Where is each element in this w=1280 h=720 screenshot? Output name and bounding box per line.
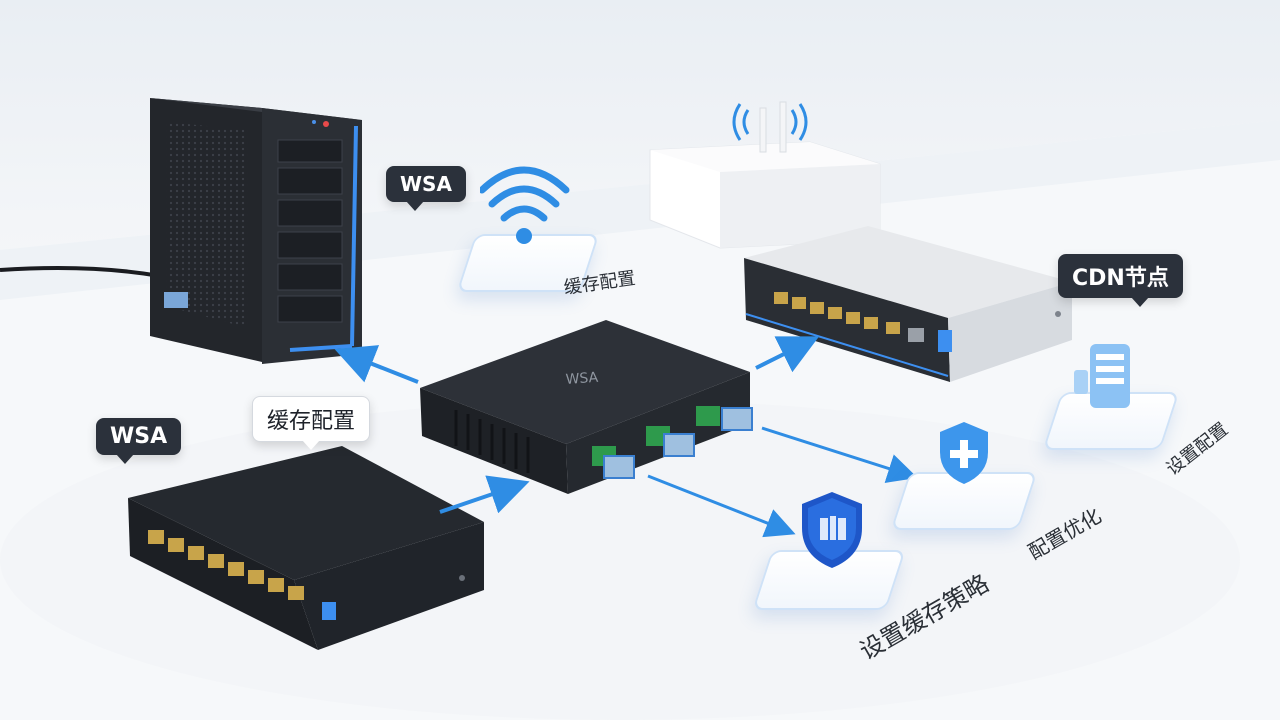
front-switch: [128, 446, 484, 650]
center-switch: WSA: [420, 320, 753, 494]
cache-config-bubble: 缓存配置: [252, 396, 371, 450]
wsa-tag-left: WSA: [96, 418, 182, 464]
tower-server: [0, 98, 362, 364]
server-stack-icon: [1074, 344, 1130, 408]
wifi-router-device: [649, 101, 881, 249]
cdn-node-tag: CDN节点: [1058, 254, 1183, 307]
switch-sfp-ports: [592, 406, 753, 479]
wsa-tag-top: WSA: [386, 166, 466, 211]
switch-brand-label: WSA: [565, 370, 599, 388]
shield-plus-icon: [940, 422, 988, 484]
shield-book-icon: [802, 492, 862, 568]
cdn-router: [744, 226, 1072, 382]
wifi-icon: [480, 166, 570, 244]
front-switch-ports: [148, 530, 304, 600]
cdn-router-ports: [774, 292, 924, 342]
router-antenna-icon: [732, 101, 808, 153]
